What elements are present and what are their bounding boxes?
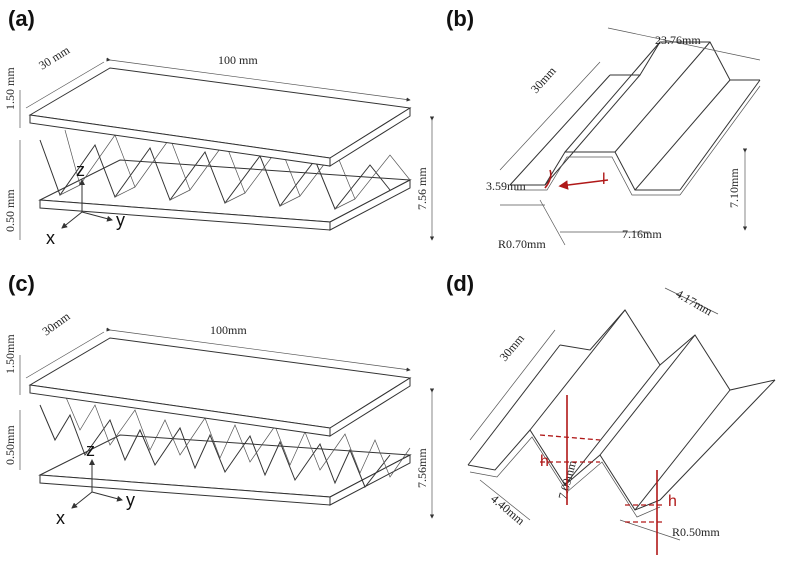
hat-strut: [509, 41, 761, 196]
dim-b-top: 7.16mm: [622, 227, 662, 241]
dim-d-base: 4.40mm: [488, 492, 528, 529]
triangular-strut: [467, 309, 776, 518]
axes-triad-c: z y x: [56, 440, 135, 528]
dim-line-b-length: [499, 61, 601, 171]
top-face-side: [329, 107, 411, 167]
dim-b-length: 30mm: [528, 63, 559, 96]
dim-line-length: [106, 57, 411, 102]
panel-a: (a) 100 mm 30 mm 1.50 mm 0.50 mm: [3, 6, 435, 248]
bottom-face-side: [329, 179, 411, 231]
dim-a-face: 1.50 mm: [3, 67, 17, 110]
dim-line-b-width: [607, 27, 761, 61]
top-face-side-c: [329, 377, 411, 437]
panel-b-label: (b): [446, 6, 474, 31]
dim-line-d-radius: [619, 519, 681, 541]
axis-x-label-c: x: [56, 508, 65, 528]
axis-z-label-c: z: [86, 440, 95, 460]
axis-y-label: y: [116, 210, 125, 230]
dim-b-width: 23.76mm: [655, 33, 701, 47]
axis-x-label: x: [46, 228, 55, 248]
length-arrow-b: [558, 179, 609, 190]
panel-c: (c) 100mm 30mm 1.50mm 0.50mm 7.56mm z y …: [3, 271, 435, 528]
dim-line-width-c: [25, 331, 105, 379]
dim-line-d-base: [479, 479, 531, 521]
panel-d-label: (d): [446, 271, 474, 296]
dim-b-height: 7.10mm: [727, 168, 741, 208]
dim-b-radius: R0.70mm: [498, 237, 546, 251]
panel-c-label: (c): [8, 271, 35, 296]
dim-line-d-length: [469, 329, 556, 441]
panel-a-label: (a): [8, 6, 35, 31]
height-dash-top-1: [539, 434, 601, 441]
annotation-d-h1: h: [540, 453, 549, 470]
dim-b-flange: 3.59mm: [486, 179, 526, 193]
dim-a-core: 0.50 mm: [3, 189, 17, 232]
angle-arc-b: [544, 169, 552, 189]
dim-a-width: 30 mm: [36, 42, 73, 72]
dim-c-face: 1.50mm: [3, 334, 17, 374]
dim-c-height: 7.56mm: [415, 448, 429, 488]
axes-triad-a: z y x: [46, 160, 125, 248]
dim-c-core: 0.50mm: [3, 425, 17, 465]
panel-b: (b) 23.76mm 30mm 3.59mm 7.10mm 7.16mm R0…: [446, 6, 761, 251]
dim-line-b-radius: [539, 199, 566, 246]
dim-line-length-c: [106, 327, 411, 372]
corrugated-core-c: [39, 394, 411, 488]
dim-a-length: 100 mm: [218, 53, 258, 67]
dim-line-width: [25, 61, 105, 109]
axis-y-label-c: y: [126, 490, 135, 510]
panel-d: (d) 4.17mm 30mm 4.40mm 7.09mm R0.50mm h: [446, 271, 776, 555]
dim-d-width: 4.17mm: [674, 286, 716, 318]
dim-d-radius: R0.50mm: [672, 525, 720, 539]
dim-c-length: 100mm: [210, 323, 247, 337]
annotation-d-h2: h: [668, 493, 677, 510]
annotation-b-l: l: [602, 171, 606, 188]
corrugated-core: [39, 129, 411, 210]
dim-c-width: 30mm: [40, 309, 74, 339]
dim-a-height: 7.56 mm: [415, 167, 429, 210]
dim-line-d-width: [664, 287, 719, 315]
axis-z-label: z: [76, 160, 85, 180]
dim-d-length: 30mm: [497, 331, 528, 364]
